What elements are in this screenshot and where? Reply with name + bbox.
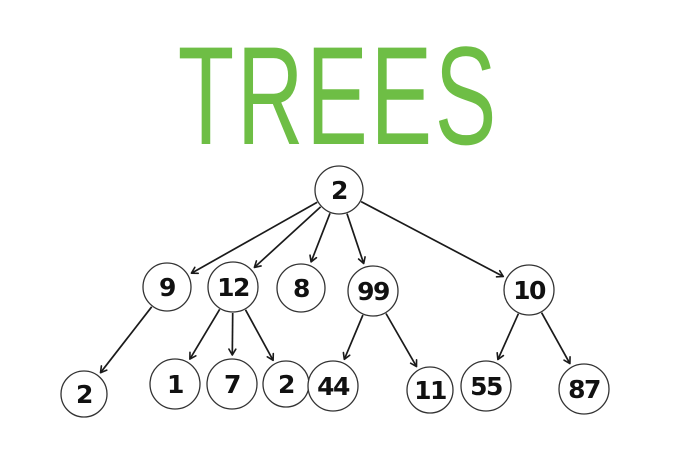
tree-edge-a99-b11 bbox=[385, 313, 418, 368]
tree-node-b55: 55 bbox=[460, 360, 512, 412]
tree-node-b7: 7 bbox=[206, 358, 258, 410]
tree-node-circle bbox=[460, 360, 512, 412]
tree-node-label: 12 bbox=[217, 273, 249, 302]
tree-node-label: 10 bbox=[513, 276, 546, 305]
tree-node-label: 99 bbox=[357, 277, 389, 306]
tree-node-b44: 44 bbox=[307, 360, 359, 412]
tree-node-circle bbox=[558, 363, 610, 415]
tree-edge-root-a99 bbox=[346, 213, 366, 265]
tree-node-label: 2 bbox=[76, 380, 92, 409]
tree-edge-a10-b55 bbox=[496, 313, 520, 361]
tree-node-label: 1 bbox=[167, 370, 183, 399]
tree-node-circle bbox=[207, 261, 259, 313]
tree-edge-root-a8 bbox=[309, 212, 331, 263]
tree-node-root: 2 bbox=[314, 165, 364, 215]
tree-edge-root-a12 bbox=[253, 206, 322, 269]
tree-node-circle bbox=[347, 265, 399, 317]
tree-node-circle bbox=[276, 263, 326, 313]
tree-node-a9: 9 bbox=[142, 262, 192, 312]
tree-node-circle bbox=[406, 366, 454, 414]
tree-node-circle bbox=[314, 165, 364, 215]
tree-edge-a99-b44 bbox=[342, 314, 364, 361]
tree-edge-a9-b2 bbox=[99, 306, 153, 374]
tree-node-b1: 1 bbox=[149, 358, 201, 410]
tree-node-circle bbox=[60, 370, 108, 418]
tree-node-label: 7 bbox=[224, 370, 240, 399]
tree-edge-root-a9 bbox=[190, 201, 318, 275]
tree-node-label: 9 bbox=[159, 273, 175, 302]
tree-node-label: 87 bbox=[568, 375, 600, 404]
tree-node-label: 44 bbox=[317, 372, 350, 401]
tree-node-a8: 8 bbox=[276, 263, 326, 313]
tree-node-label: 2 bbox=[331, 176, 347, 205]
tree-node-label: 11 bbox=[414, 376, 446, 405]
tree-node-circle bbox=[307, 360, 359, 412]
tree-node-circle bbox=[206, 358, 258, 410]
tree-node-b2x: 2 bbox=[262, 360, 310, 408]
tree-node-circle bbox=[503, 264, 555, 316]
tree-node-label: 55 bbox=[470, 372, 502, 401]
tree-edge-root-a10 bbox=[360, 200, 505, 278]
tree-edge-a12-b1 bbox=[189, 308, 221, 360]
tree-node-circle bbox=[142, 262, 192, 312]
tree-edge-a10-b87 bbox=[540, 312, 571, 365]
tree-node-b11: 11 bbox=[406, 366, 454, 414]
tree-node-label: 2 bbox=[278, 370, 294, 399]
tree-node-a99: 99 bbox=[347, 265, 399, 317]
tree-edge-a12-b2x bbox=[244, 309, 275, 362]
tree-node-a10: 10 bbox=[503, 264, 555, 316]
tree-node-circle bbox=[149, 358, 201, 410]
tree-node-a12: 12 bbox=[207, 261, 259, 313]
tree-node-b87: 87 bbox=[558, 363, 610, 415]
tree-node-label: 8 bbox=[293, 274, 309, 303]
tree-node-b2: 2 bbox=[60, 370, 108, 418]
